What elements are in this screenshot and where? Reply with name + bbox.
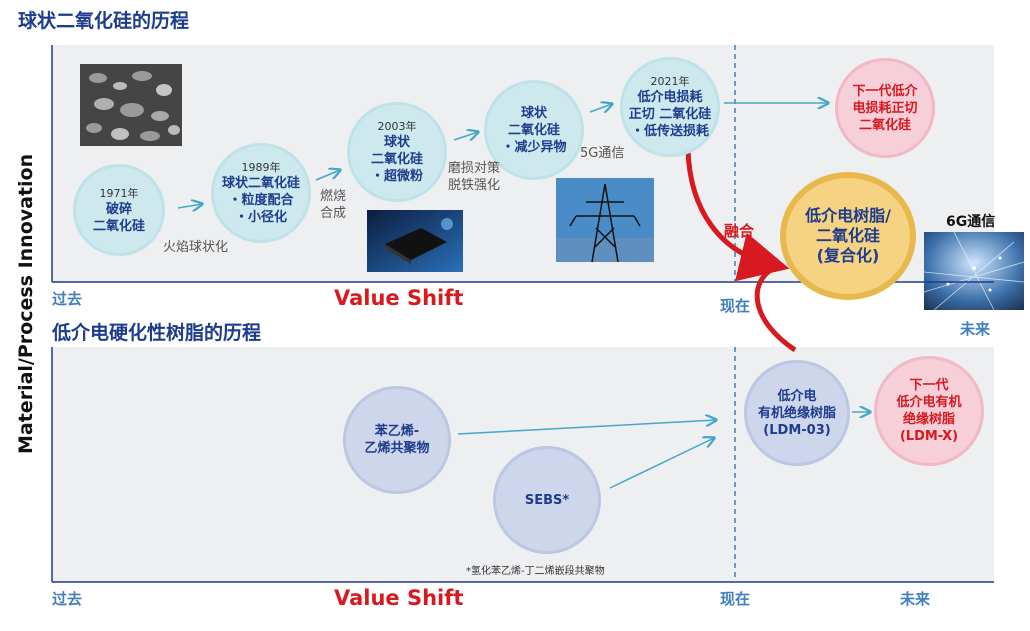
node-1989-spherical-silica: 1989年 球状二氧化硅 ・粒度配合 ・小径化: [211, 143, 311, 243]
node-text: 球状 二氧化硅 ・减少异物: [501, 105, 567, 155]
node-text: SEBS*: [524, 492, 570, 508]
value-shift-bottom: Value Shift: [334, 586, 464, 610]
node-ldm-x: 下一代 低介电有机 绝缘树脂 (LDM-X): [874, 356, 984, 466]
label-future-top: 未来: [960, 320, 991, 338]
node-sebs: SEBS*: [493, 446, 601, 554]
node-year: 1971年: [99, 186, 139, 200]
node-year: 2003年: [377, 120, 417, 133]
note-5g: 5G通信: [580, 146, 625, 161]
node-text: 苯乙烯- 乙烯共聚物: [364, 424, 430, 456]
node-text: 球状二氧化硅 ・粒度配合 ・小径化: [221, 176, 300, 225]
note-6g: 6G通信: [946, 214, 996, 230]
arrow-2003-foreign: [453, 132, 478, 140]
chip-photo: [367, 210, 463, 272]
fusion-label: 融合: [724, 222, 755, 240]
note-flame-spheroidization: 火焰球状化: [163, 240, 229, 255]
note-combustion-synthesis: 燃烧 合成: [320, 189, 347, 221]
node-text: 破碎 二氧化硅: [92, 201, 145, 234]
node-2003-ultrafine: 2003年 球状 二氧化硅 ・超微粉: [347, 102, 447, 202]
node-text: 低介电树脂/ 二氧化硅 (复合化): [805, 206, 891, 265]
footnote-sebs: *氢化苯乙烯-丁二烯嵌段共聚物: [466, 566, 605, 577]
node-composite: 低介电树脂/ 二氧化硅 (复合化): [780, 172, 916, 300]
label-now-bottom: 现在: [720, 590, 751, 608]
title-resin-history: 低介电硬化性树脂的历程: [52, 322, 262, 344]
node-text: 球状 二氧化硅 ・超微粉: [370, 135, 423, 184]
arrow-copolymer-ldm03: [457, 420, 716, 435]
node-styrene-ethylene-copolymer: 苯乙烯- 乙烯共聚物: [343, 386, 451, 494]
fusion-arrow-top: [685, 149, 790, 282]
label-past-bottom: 过去: [52, 590, 83, 608]
note-wear-countermeasure: 磨损对策 脱铁强化: [448, 161, 501, 193]
silica-particles-photo: [80, 64, 182, 146]
arrow-1971-1989: [177, 204, 202, 208]
node-text: 下一代 低介电有机 绝缘树脂 (LDM-X): [896, 378, 962, 444]
fusion-arrow-bottom: [754, 265, 797, 353]
label-now-top: 现在: [720, 297, 751, 315]
value-shift-top: Value Shift: [334, 286, 464, 310]
node-year: 1989年: [241, 161, 281, 174]
node-ldm-03: 低介电 有机绝缘树脂 (LDM-03): [744, 360, 850, 466]
label-future-bottom: 未来: [900, 590, 931, 608]
node-next-gen-silica: 下一代低介 电损耗正切 二氧化硅: [835, 58, 935, 158]
5g-tower-photo: [556, 178, 654, 262]
node-text: 低介电 有机绝缘树脂 (LDM-03): [757, 388, 836, 438]
node-2021-low-dielectric-loss: 2021年 低介电损耗 正切 二氧化硅 ・低传送损耗: [620, 57, 720, 157]
node-year: 2021年: [650, 75, 690, 88]
arrow-foreign-2021: [589, 104, 612, 112]
node-foreign-matter-reduction: 球状 二氧化硅 ・减少异物: [484, 80, 584, 180]
6g-network-photo: [924, 232, 1024, 310]
title-silica-history: 球状二氧化硅的历程: [18, 10, 190, 32]
node-text: 低介电损耗 正切 二氧化硅 ・低传送损耗: [628, 90, 712, 139]
arrow-sebs-ldm03: [609, 438, 714, 489]
label-past-top: 过去: [52, 290, 83, 308]
node-text: 下一代低介 电损耗正切 二氧化硅: [852, 83, 918, 133]
node-1971-crushed-silica: 1971年 破碎 二氧化硅: [73, 164, 165, 256]
arrow-1989-2003: [315, 170, 340, 181]
